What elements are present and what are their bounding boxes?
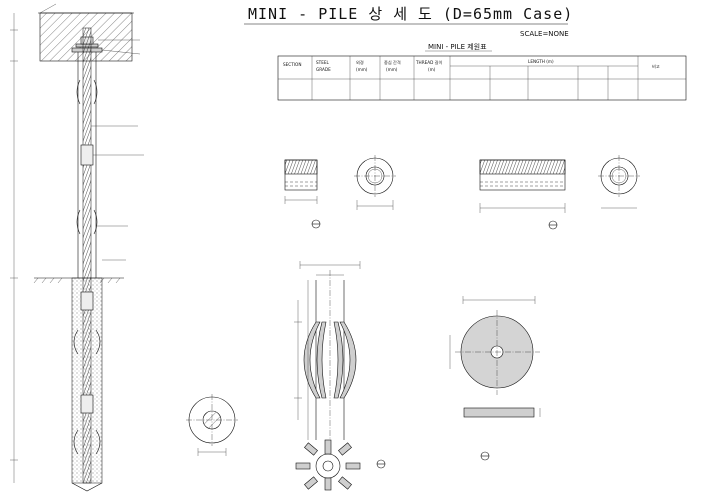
table-header-thread-unit: (m) xyxy=(428,67,436,72)
coupler-detail xyxy=(284,155,396,229)
pile-tip xyxy=(71,482,103,492)
centralizer-wing-right xyxy=(339,321,357,399)
pile-elevation xyxy=(10,3,144,492)
bearing-plate-section xyxy=(463,407,535,418)
table-header-remarks: 비고 xyxy=(652,63,660,70)
centralizer-wing-inner-right xyxy=(333,321,344,399)
centralizer-section-detail xyxy=(186,394,238,456)
threaded-bar xyxy=(82,27,92,484)
table-header-thread: THREAD 길이 xyxy=(415,59,443,66)
spec-table: MINI - PILE 제원표 SECTION STEEL GRADE 외경 (… xyxy=(277,42,687,101)
centralizer-elevation-4 xyxy=(73,429,101,455)
table-header-spacing-unit: (mm) xyxy=(386,67,398,72)
drawing-scale: SCALE=NONE xyxy=(520,30,569,38)
table-header-grade: GRADE xyxy=(316,67,331,72)
table-header-diameter-unit: (mm) xyxy=(356,67,368,72)
centralizer-detail xyxy=(294,261,386,491)
centralizer-wing-inner-left xyxy=(316,321,327,399)
coupler-elevation-1 xyxy=(80,144,94,166)
coupler-elevation-2 xyxy=(80,291,94,311)
drawing-title: MINI - PILE 상 세 도 (D=65mm Case) xyxy=(248,5,573,23)
centralizer-elevation-1 xyxy=(76,79,98,105)
table-header-section: SECTION xyxy=(283,62,301,67)
title-block: MINI - PILE 상 세 도 (D=65mm Case) SCALE=NO… xyxy=(244,5,573,38)
bearing-plate-detail xyxy=(449,296,541,461)
centralizer-elevation-3 xyxy=(73,329,101,355)
centralizer-elevation-2 xyxy=(76,209,98,235)
coupler-elevation-3 xyxy=(80,394,94,414)
centralizer-plan-view xyxy=(295,439,361,491)
table-header-diameter: 외경 xyxy=(356,59,364,66)
table-header-steel: STEEL xyxy=(316,60,330,65)
table-header-spacing: 중심 간격 xyxy=(384,59,401,66)
spec-table-caption: MINI - PILE 제원표 xyxy=(428,42,487,51)
long-coupler-detail xyxy=(479,155,640,230)
table-header-length: LENGTH (m) xyxy=(528,59,554,64)
